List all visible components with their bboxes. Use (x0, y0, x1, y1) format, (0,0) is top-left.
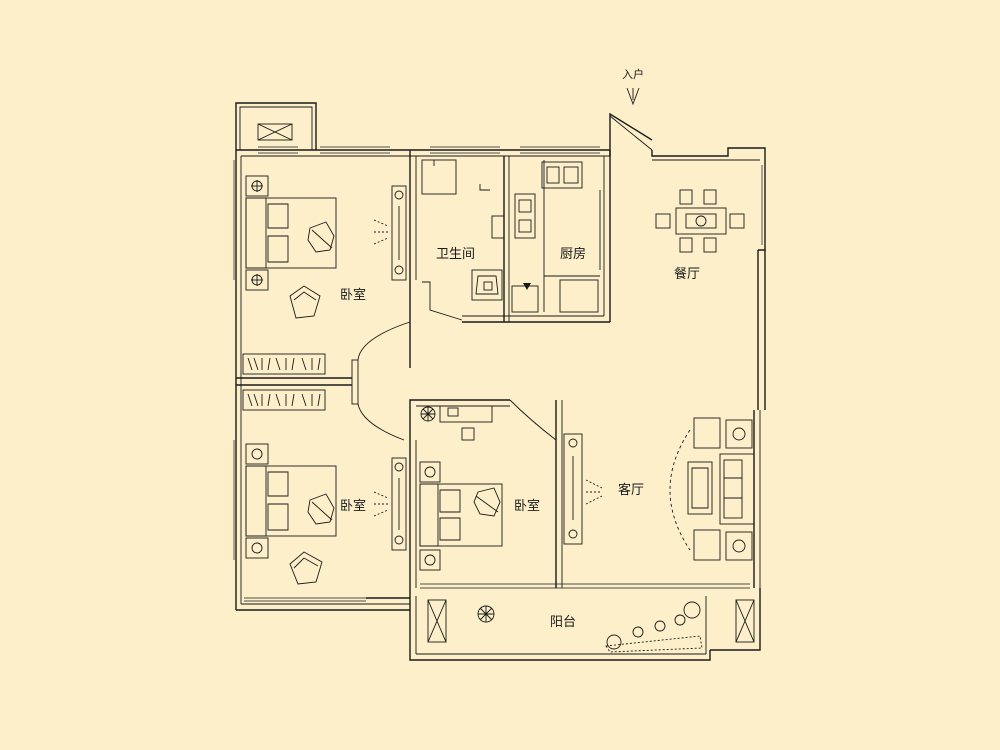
bathroom-label: 卫生间 (436, 247, 475, 262)
nightstand-icon (245, 175, 269, 291)
living-label: 客厅 (618, 482, 644, 498)
ac-unit-icon (257, 123, 293, 141)
entrance-arrow-icon (626, 87, 640, 106)
plant-icon (477, 605, 495, 623)
stove-icon (514, 193, 536, 239)
wardrobe-icon (373, 185, 407, 281)
interior-walls (236, 112, 653, 599)
ac-unit-icon (427, 599, 755, 643)
plant-icon (420, 406, 436, 422)
balcony-label: 阳台 (550, 615, 576, 630)
bedroom-mid-label: 卧室 (514, 498, 540, 514)
bedroom-left-label: 卧室 (340, 498, 366, 514)
bed-icon (419, 483, 503, 547)
shower-icon (421, 159, 457, 195)
dining-label: 餐厅 (674, 266, 700, 282)
bed-icon (245, 465, 337, 537)
toilet-icon (471, 269, 503, 301)
sink-icon (479, 184, 505, 239)
fridge-icon (511, 283, 539, 313)
desk-icon (439, 405, 493, 441)
bed-icon (245, 197, 337, 269)
sofa-icon (669, 417, 755, 561)
closet-icon (242, 353, 326, 411)
kitchen-label: 厨房 (560, 246, 586, 262)
garden-icon (605, 601, 703, 653)
nightstand-icon (245, 443, 269, 559)
entrance-label: 入户 (622, 67, 644, 81)
dining-table-icon (655, 189, 745, 253)
armchair-icon (289, 551, 323, 585)
bedroom-top-label: 卧室 (340, 287, 366, 303)
nightstand-icon (419, 461, 441, 571)
wardrobe-icon (373, 457, 407, 551)
tv-cabinet-icon (563, 433, 603, 545)
kitchen-sink-icon (541, 161, 583, 189)
windows (233, 146, 763, 602)
armchair-icon (289, 285, 321, 319)
